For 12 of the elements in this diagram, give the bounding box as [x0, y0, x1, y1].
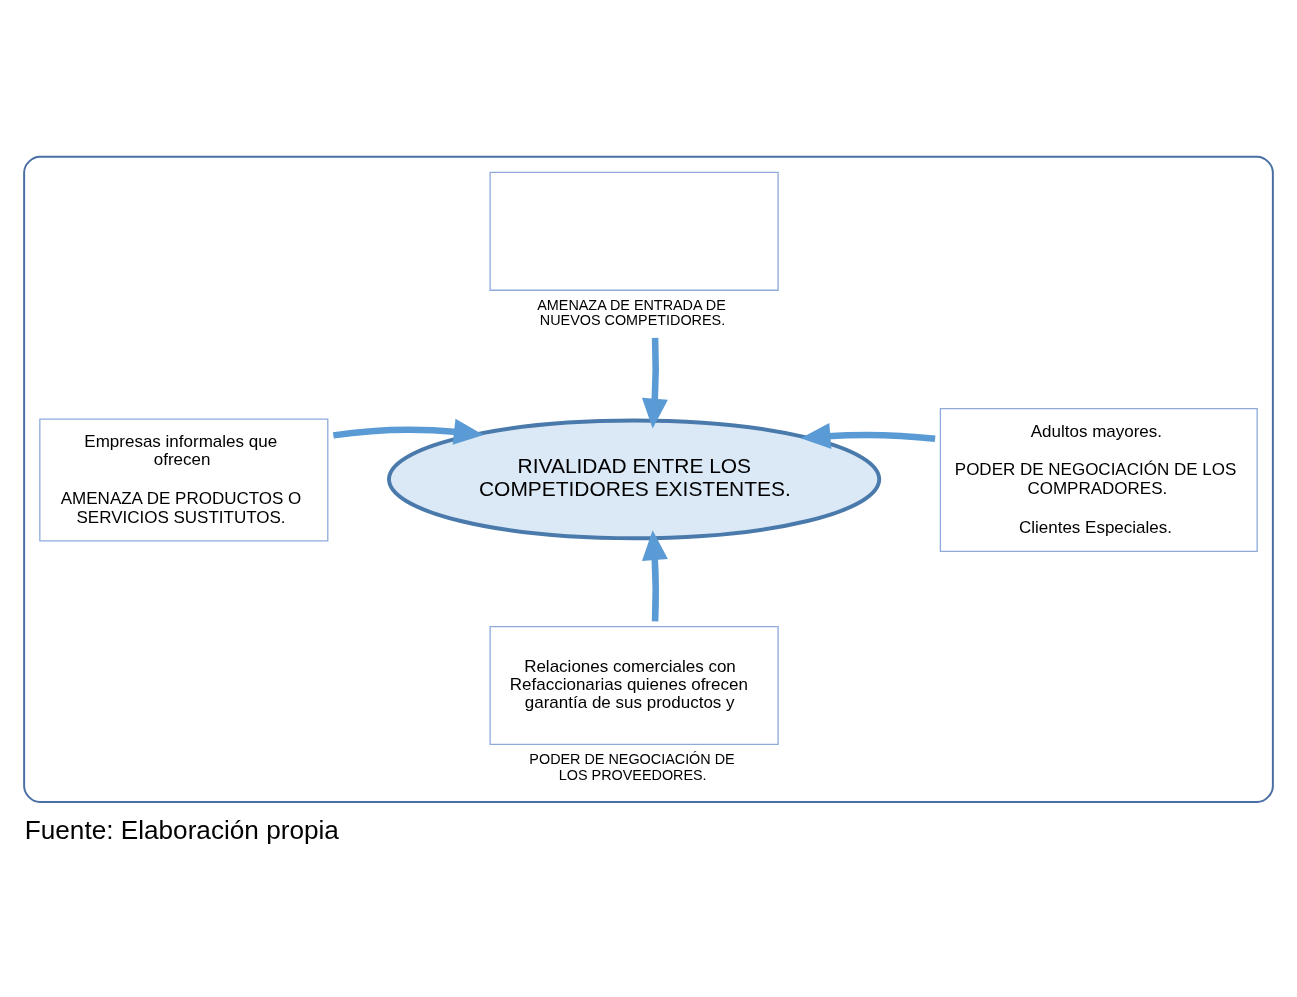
arrow	[641, 529, 668, 621]
node-box: Empresas informales que ofrecen AMENAZA DE PRODUCTOS O SERVICIOS SUSTITUTOS.	[39, 418, 329, 542]
node-box: Adultos mayores. PODER DE NEGOCIACIÓN DE LOS COMPRADORES. Clientes Especiales.	[939, 407, 1258, 552]
arrow	[800, 422, 936, 449]
arrow	[641, 337, 668, 428]
caption: Fuente: Elaboración propia	[24, 814, 339, 845]
node-label: PODER DE NEGOCIACIÓN DE LOS PROVEEDORES.	[529, 750, 735, 783]
node-box	[489, 171, 779, 291]
cluster	[23, 155, 1274, 803]
node-box: Relaciones comerciales con Refaccionarias quienes ofrecen garantía de sus productos y	[489, 625, 779, 745]
arrow	[332, 418, 484, 445]
node-label: AMENAZA DE ENTRADA DE NUEVOS COMPETIDORES.	[537, 296, 726, 328]
